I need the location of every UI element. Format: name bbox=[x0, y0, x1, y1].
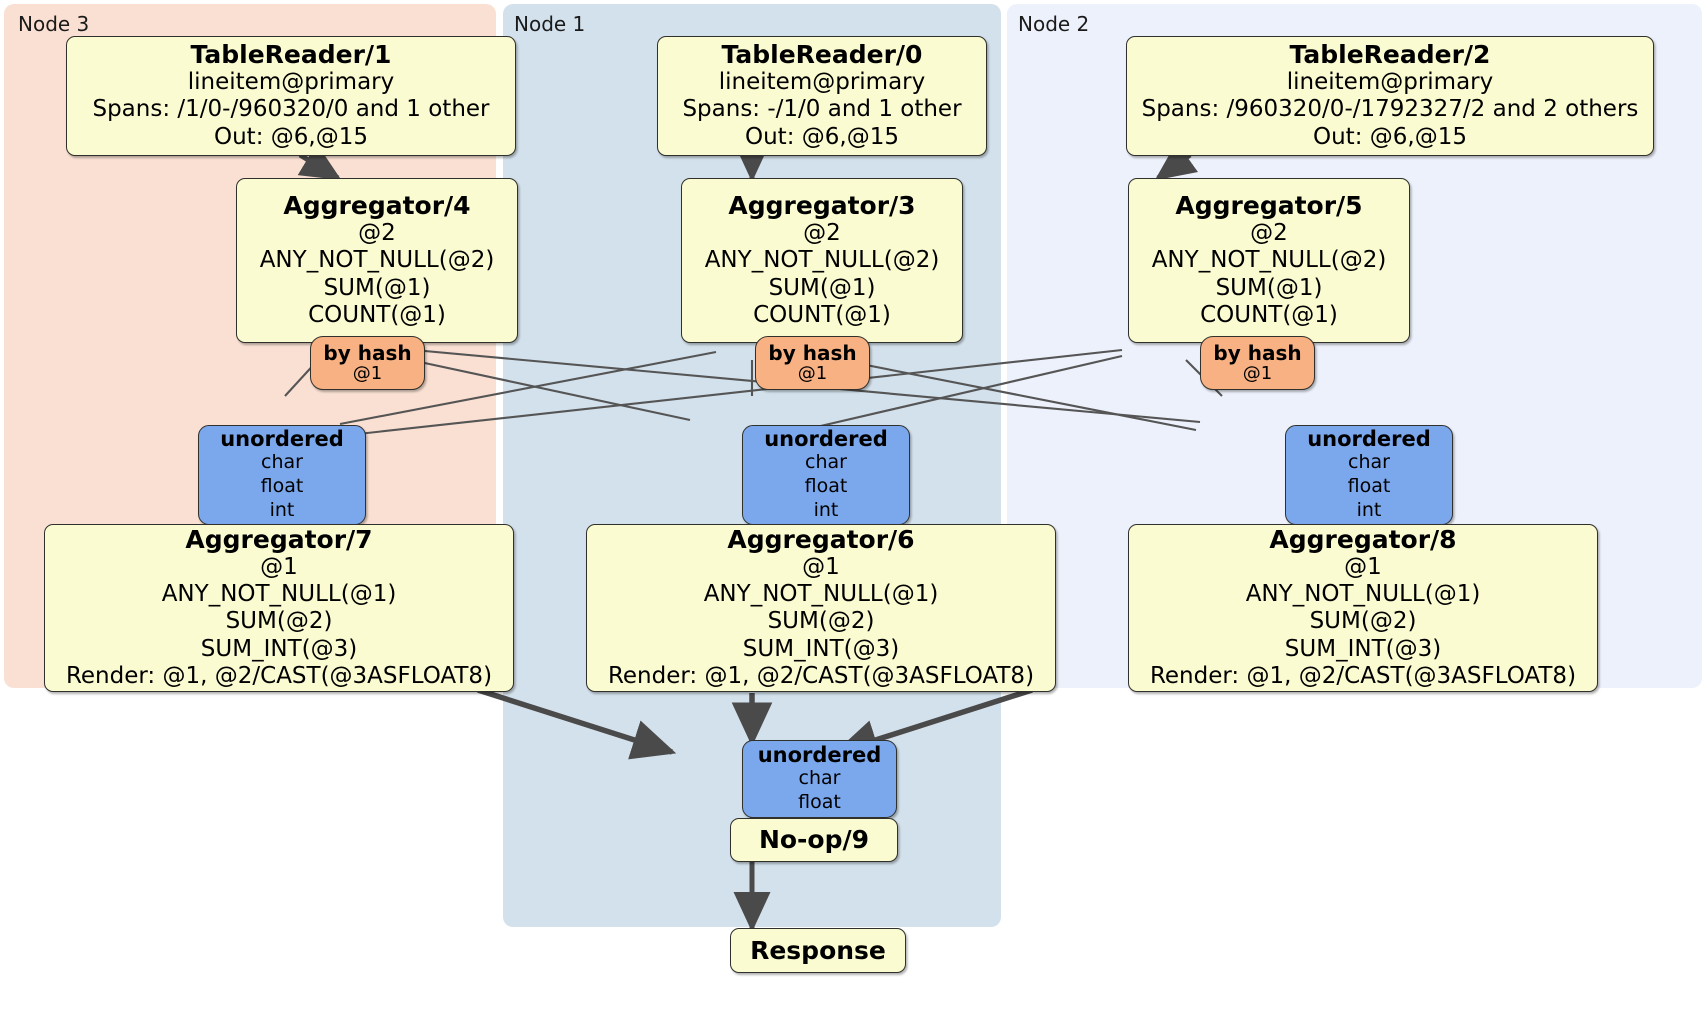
node-title: unordered bbox=[220, 427, 344, 452]
node-title: TableReader/0 bbox=[721, 40, 923, 70]
router-by-hash-right[interactable]: by hash @1 bbox=[1200, 336, 1315, 390]
panel-node3-label: Node 3 bbox=[18, 12, 90, 36]
node-title: TableReader/2 bbox=[1289, 40, 1491, 70]
processor-noop-9[interactable]: No-op/9 bbox=[730, 818, 898, 862]
node-title: unordered bbox=[757, 743, 882, 768]
processor-tablereader-2[interactable]: TableReader/2 lineitem@primary Spans: /9… bbox=[1126, 36, 1654, 156]
processor-tablereader-1[interactable]: TableReader/1 lineitem@primary Spans: /1… bbox=[66, 36, 516, 156]
node-line: float bbox=[1347, 475, 1391, 498]
stream-unordered-left[interactable]: unordered char float int bbox=[198, 425, 366, 525]
node-line: int bbox=[1356, 498, 1382, 521]
node-line: char bbox=[798, 767, 841, 790]
node-line: SUM_INT(@3) bbox=[200, 635, 358, 662]
node-line: @1 bbox=[1344, 554, 1382, 581]
node-line: SUM(@2) bbox=[767, 608, 875, 635]
node-line: ANY_NOT_NULL(@1) bbox=[703, 581, 939, 608]
node-line: @1 bbox=[352, 362, 383, 384]
node-line: lineitem@primary bbox=[718, 69, 926, 96]
node-line: Spans: /1/0-/960320/0 and 1 other bbox=[92, 96, 490, 123]
node-line: char bbox=[805, 451, 847, 474]
node-line: lineitem@primary bbox=[1286, 69, 1494, 96]
node-line: ANY_NOT_NULL(@1) bbox=[161, 581, 397, 608]
node-line: @1 bbox=[1242, 362, 1273, 384]
node-line: ANY_NOT_NULL(@2) bbox=[704, 247, 940, 274]
node-title: by hash bbox=[323, 340, 412, 365]
node-title: Aggregator/8 bbox=[1269, 525, 1457, 555]
node-line: Out: @6,@15 bbox=[1313, 123, 1467, 150]
node-title: unordered bbox=[1307, 427, 1431, 452]
processor-aggregator-6[interactable]: Aggregator/6 @1 ANY_NOT_NULL(@1) SUM(@2)… bbox=[586, 524, 1056, 692]
node-line: ANY_NOT_NULL(@2) bbox=[259, 247, 495, 274]
node-title: by hash bbox=[768, 340, 857, 365]
processor-response[interactable]: Response bbox=[730, 928, 906, 973]
node-line: @2 bbox=[803, 220, 841, 247]
stream-unordered-middle[interactable]: unordered char float int bbox=[742, 425, 910, 525]
node-line: int bbox=[269, 498, 295, 521]
node-line: Render: @1, @2/CAST(@3ASFLOAT8) bbox=[1149, 662, 1577, 689]
node-line: Render: @1, @2/CAST(@3ASFLOAT8) bbox=[65, 662, 493, 689]
node-line: float bbox=[798, 791, 841, 814]
node-line: lineitem@primary bbox=[187, 69, 395, 96]
node-line: COUNT(@1) bbox=[753, 301, 891, 328]
processor-aggregator-4[interactable]: Aggregator/4 @2 ANY_NOT_NULL(@2) SUM(@1)… bbox=[236, 178, 518, 343]
node-line: Spans: /960320/0-/1792327/2 and 2 others bbox=[1141, 96, 1639, 123]
panel-node2-label: Node 2 bbox=[1018, 12, 1090, 36]
node-title: No-op/9 bbox=[758, 825, 870, 854]
node-title: unordered bbox=[764, 427, 888, 452]
node-line: ANY_NOT_NULL(@1) bbox=[1245, 581, 1481, 608]
node-line: @1 bbox=[802, 554, 840, 581]
node-line: @2 bbox=[358, 220, 396, 247]
node-line: char bbox=[1348, 451, 1390, 474]
node-line: SUM_INT(@3) bbox=[1284, 635, 1442, 662]
node-line: Out: @6,@15 bbox=[745, 123, 899, 150]
node-line: ANY_NOT_NULL(@2) bbox=[1151, 247, 1387, 274]
node-title: by hash bbox=[1213, 340, 1302, 365]
node-line: @2 bbox=[1250, 220, 1288, 247]
processor-tablereader-0[interactable]: TableReader/0 lineitem@primary Spans: -/… bbox=[657, 36, 987, 156]
node-line: char bbox=[261, 451, 303, 474]
processor-aggregator-8[interactable]: Aggregator/8 @1 ANY_NOT_NULL(@1) SUM(@2)… bbox=[1128, 524, 1598, 692]
node-line: float bbox=[260, 475, 304, 498]
node-line: int bbox=[813, 498, 839, 521]
node-line: SUM(@1) bbox=[1215, 274, 1323, 301]
router-by-hash-left[interactable]: by hash @1 bbox=[310, 336, 425, 390]
node-title: Aggregator/5 bbox=[1175, 191, 1363, 221]
node-title: Aggregator/6 bbox=[727, 525, 915, 555]
stream-unordered-right[interactable]: unordered char float int bbox=[1285, 425, 1453, 525]
router-by-hash-middle[interactable]: by hash @1 bbox=[755, 336, 870, 390]
node-line: SUM(@2) bbox=[225, 608, 333, 635]
node-title: TableReader/1 bbox=[190, 40, 392, 70]
node-line: Spans: -/1/0 and 1 other bbox=[682, 96, 962, 123]
node-title: Aggregator/3 bbox=[728, 191, 916, 221]
panel-node1-label: Node 1 bbox=[514, 12, 586, 36]
node-line: SUM_INT(@3) bbox=[742, 635, 900, 662]
node-title: Response bbox=[750, 935, 886, 965]
processor-aggregator-7[interactable]: Aggregator/7 @1 ANY_NOT_NULL(@1) SUM(@2)… bbox=[44, 524, 514, 692]
node-title: Aggregator/7 bbox=[185, 525, 373, 555]
node-line: Render: @1, @2/CAST(@3ASFLOAT8) bbox=[607, 662, 1035, 689]
node-line: @1 bbox=[260, 554, 298, 581]
node-line: COUNT(@1) bbox=[308, 301, 446, 328]
processor-aggregator-3[interactable]: Aggregator/3 @2 ANY_NOT_NULL(@2) SUM(@1)… bbox=[681, 178, 963, 343]
node-title: Aggregator/4 bbox=[283, 191, 471, 221]
node-line: SUM(@1) bbox=[768, 274, 876, 301]
node-line: @1 bbox=[797, 362, 828, 384]
node-line: float bbox=[804, 475, 848, 498]
node-line: SUM(@1) bbox=[323, 274, 431, 301]
stream-unordered-final[interactable]: unordered char float bbox=[742, 740, 897, 818]
processor-aggregator-5[interactable]: Aggregator/5 @2 ANY_NOT_NULL(@2) SUM(@1)… bbox=[1128, 178, 1410, 343]
node-line: SUM(@2) bbox=[1309, 608, 1417, 635]
node-line: Out: @6,@15 bbox=[214, 123, 368, 150]
node-line: COUNT(@1) bbox=[1200, 301, 1338, 328]
